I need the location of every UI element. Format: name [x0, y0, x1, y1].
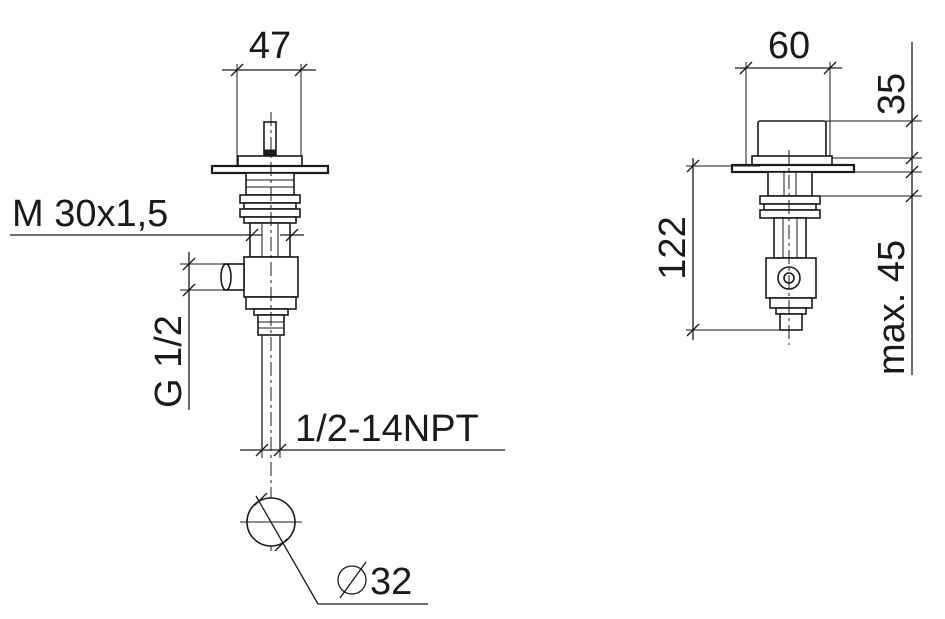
height-top-label: 35 [871, 73, 913, 115]
diameter-icon [337, 561, 367, 599]
height-total-label: 122 [652, 216, 694, 279]
dimension-width-60: 60 [735, 25, 842, 165]
dimension-thread-m30: M 30x1,5 [10, 193, 304, 242]
max-thickness-label: max. 45 [871, 240, 913, 375]
valve-side-body [210, 121, 330, 450]
dimension-width-47: 47 [222, 25, 316, 165]
dimension-height-122: 122 [652, 158, 780, 340]
front-view: 60 [652, 25, 922, 375]
dimension-height-35: 35 [826, 42, 922, 168]
hole-label: 32 [370, 561, 412, 603]
dimension-inlet-g12: G 1/2 [148, 252, 226, 410]
inlet-label: G 1/2 [148, 315, 190, 408]
width-label-60: 60 [768, 25, 810, 67]
thread-label: M 30x1,5 [12, 193, 168, 235]
npt-label: 1/2-14NPT [295, 408, 479, 450]
valve-front-body [730, 120, 856, 331]
dimension-npt: 1/2-14NPT [240, 408, 505, 458]
width-label-47: 47 [249, 25, 291, 67]
side-view: 47 [10, 25, 505, 605]
dimension-max-45: max. 45 [806, 165, 922, 375]
dimension-hole-32: 32 [240, 492, 428, 605]
